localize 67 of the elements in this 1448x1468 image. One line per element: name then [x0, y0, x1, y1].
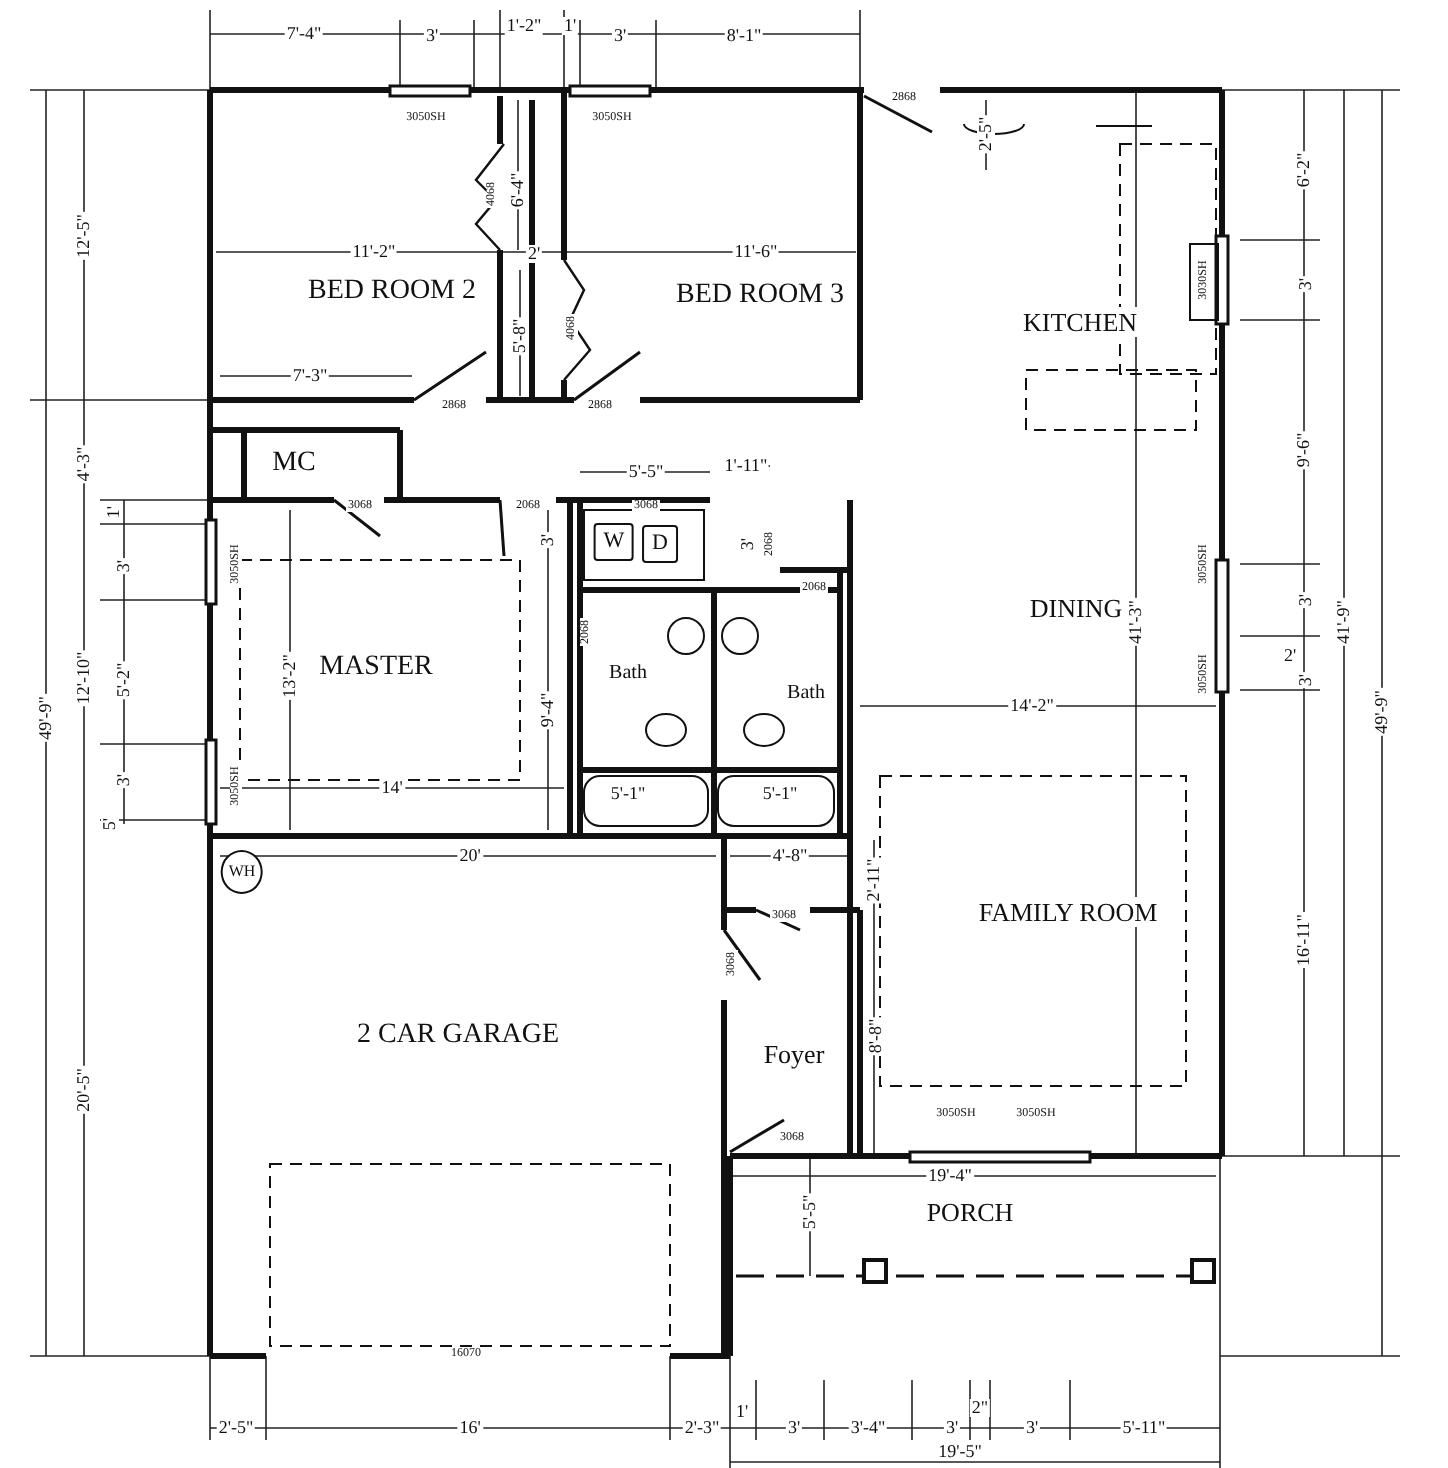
dimension-label: 19'-4": [926, 1167, 974, 1185]
dimension-label: 3': [739, 535, 757, 553]
room-name: FAMILY ROOM: [976, 897, 1160, 927]
dimension-label: 5'-11": [1120, 1419, 1168, 1437]
dimension-label: 4'-3": [75, 444, 93, 484]
room-name: PORCH: [924, 1197, 1016, 1227]
dimension-label: 9'-6": [1295, 430, 1313, 470]
dimension-label: 3'-4": [848, 1419, 888, 1437]
dimension-label: 41'-3": [1127, 598, 1145, 646]
dimension-label: 1'-2": [504, 17, 544, 35]
dimension-label: 6'-2": [1295, 150, 1313, 190]
dimension-label: 3': [611, 27, 629, 45]
dimension-label: 41'-9": [1335, 598, 1353, 646]
dimension-label: 2': [1281, 647, 1299, 665]
dimension-label: 3': [1297, 671, 1315, 689]
dimension-label: 49'-9": [37, 694, 55, 742]
dimension-label: 6'-4": [509, 170, 527, 210]
room-name: KITCHEN: [1020, 307, 1140, 337]
dimension-label: 49'-9": [1373, 688, 1391, 736]
dimension-label: 14': [379, 779, 405, 797]
dimension-label: 11'-6": [732, 243, 780, 261]
dimension-label: 4'-8": [770, 847, 810, 865]
dimension-label: 2": [969, 1399, 991, 1417]
dimension-label: 9'-4": [539, 690, 557, 730]
dimension-label: 20'-5": [75, 1066, 93, 1114]
dimension-label: 7'-4": [284, 25, 324, 43]
dimension-label: 1': [561, 17, 579, 35]
dimension-label: 2'-5": [216, 1419, 256, 1437]
dimension-label: 5'-1": [608, 785, 648, 803]
dimension-label: 5'-5": [626, 463, 666, 481]
dimension-label: 5'-2": [115, 660, 133, 700]
dimension-label: 8'-1": [724, 27, 764, 45]
dimension-label: 5': [101, 815, 119, 833]
dimension-label: 3': [1297, 591, 1315, 609]
dimension-label: 3': [943, 1419, 961, 1437]
dimension-label: 5'-8": [511, 316, 529, 356]
dimension-label: 3': [1297, 275, 1315, 293]
dimension-label: 20': [457, 847, 483, 865]
dimension-label: 8'-8": [867, 1016, 885, 1056]
dimension-label: 19'-5": [936, 1443, 984, 1461]
room-name: DINING: [1027, 593, 1125, 623]
dimension-label: 11'-2": [350, 243, 398, 261]
dimension-label: 13'-2": [281, 652, 299, 700]
dimension-label: 7'-3": [290, 367, 330, 385]
dimension-label: 3': [539, 531, 557, 549]
dimension-label: 12'-10": [75, 649, 93, 707]
dimension-label: 2'-3": [682, 1419, 722, 1437]
dimension-label: 2': [525, 245, 543, 263]
dimension-label: 3': [1023, 1419, 1041, 1437]
appliance-box: W: [593, 523, 635, 561]
dimension-label: 12'-5": [75, 212, 93, 260]
dimension-label: 14'-2": [1008, 697, 1056, 715]
dimension-label: 5'-5": [801, 1192, 819, 1232]
dimension-label: 3': [785, 1419, 803, 1437]
dimension-label: 16'-11": [1295, 912, 1313, 968]
dimension-label: 16': [457, 1419, 483, 1437]
water-heater-circle: WH: [220, 850, 264, 894]
dimension-label: 1'-11": [722, 457, 770, 475]
dimension-label: 3': [115, 771, 133, 789]
dimension-label: 5'-1": [760, 785, 800, 803]
dimension-label: 1': [105, 503, 123, 521]
dimension-label: 2'-5": [977, 114, 995, 154]
dimension-label: 2'-11": [865, 856, 883, 904]
dimension-label: 3': [423, 27, 441, 45]
dimension-label: 1': [733, 1403, 751, 1421]
appliance-box: D: [642, 525, 678, 563]
dimension-label: 3': [115, 557, 133, 575]
